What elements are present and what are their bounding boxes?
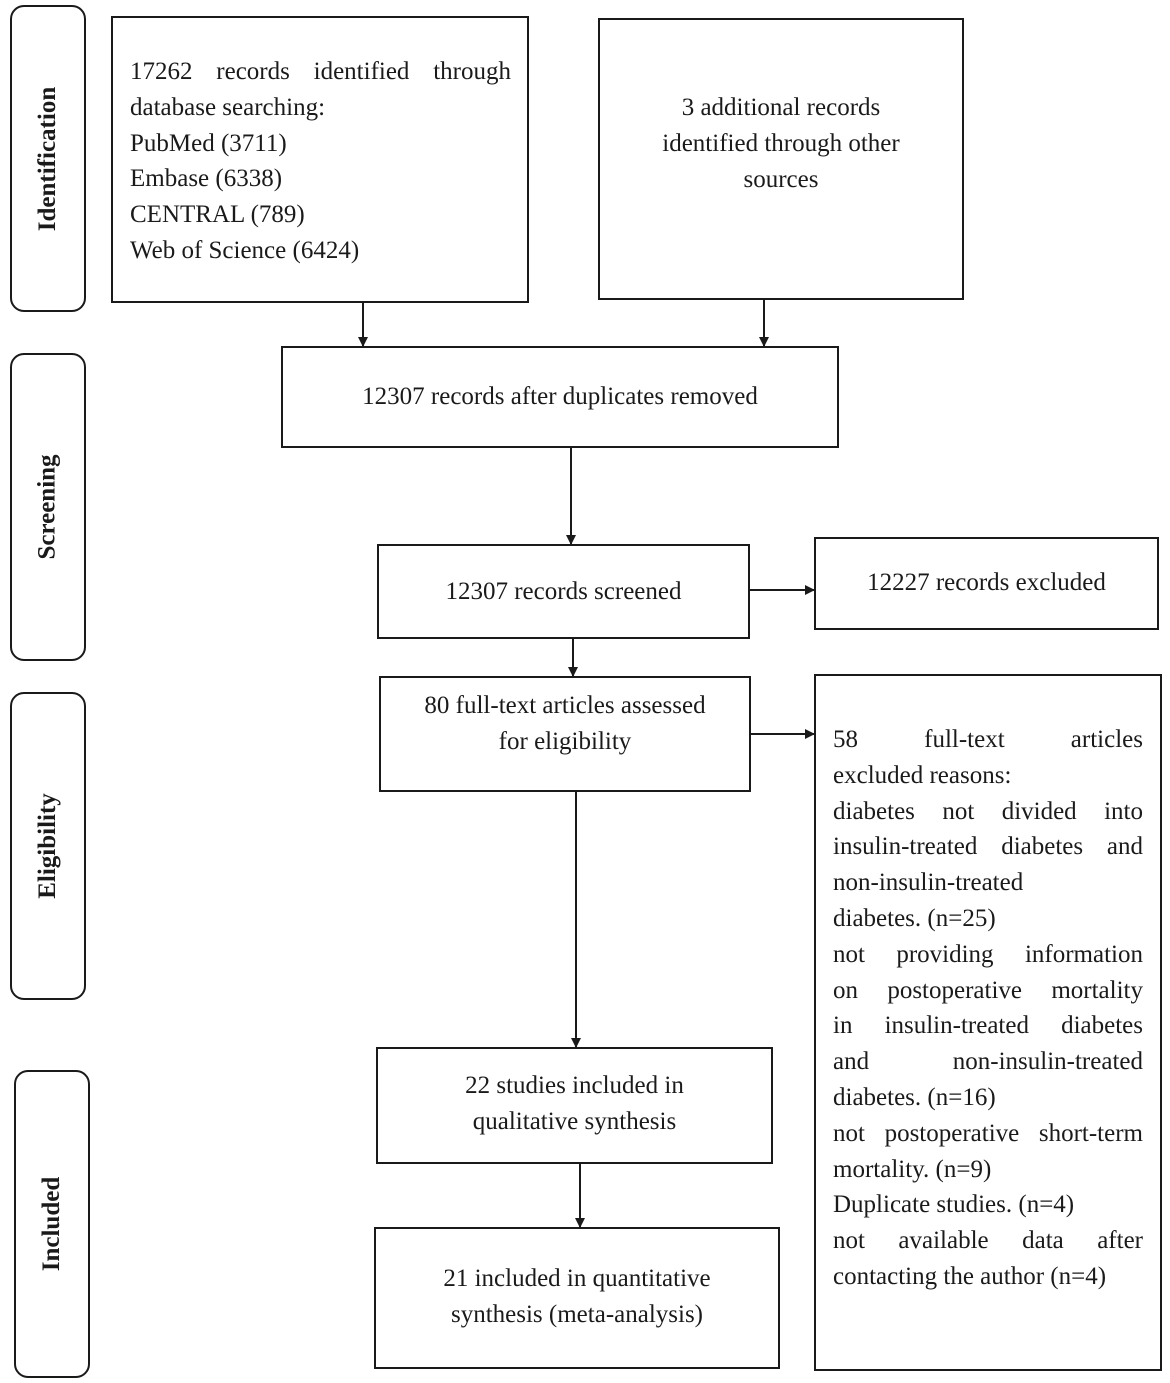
qualitative-synthesis-line: qualitative synthesis xyxy=(472,1108,677,1135)
exclusion-line: contacting the author (n=4) xyxy=(833,1262,1107,1290)
exclusion-line: diabetes not divided into xyxy=(833,797,1143,825)
exclusion-line: diabetes. (n=16) xyxy=(833,1083,996,1111)
database-search-line: Embase (6338) xyxy=(130,165,283,193)
exclusion-line: Duplicate studies. (n=4) xyxy=(833,1191,1075,1219)
stage-identification: Identification xyxy=(10,5,86,312)
full-text-assessed-line: 80 full-text articles assessed xyxy=(424,692,706,719)
records-excluded-text: 12227 records excluded xyxy=(867,568,1106,596)
stage-eligibility: Eligibility xyxy=(10,692,86,1000)
exclusion-line: not available data after xyxy=(833,1227,1143,1255)
other-sources-line: 3 additional records xyxy=(681,94,881,121)
full-text-excluded-box: 58 full-text articles excluded reasons: … xyxy=(814,674,1162,1371)
records-screened-text: 12307 records screened xyxy=(445,577,682,605)
qualitative-synthesis-box: 22 studies included in qualitative synth… xyxy=(376,1047,773,1164)
database-search-line: CENTRAL (789) xyxy=(130,201,305,229)
other-sources-line: identified through other xyxy=(662,130,900,157)
quantitative-synthesis-box: 21 included in quantitative synthesis (m… xyxy=(374,1227,780,1369)
exclusion-line: not postoperative short-term xyxy=(833,1119,1143,1147)
stage-screening: Screening xyxy=(10,353,86,661)
exclusion-line: excluded reasons: xyxy=(833,761,1012,789)
exclusion-line: diabetes. (n=25) xyxy=(833,904,996,932)
exclusion-line: not providing information xyxy=(833,940,1143,968)
exclusion-line: in insulin-treated diabetes xyxy=(833,1012,1143,1040)
other-sources-line: sources xyxy=(743,166,819,193)
database-search-line: Web of Science (6424) xyxy=(130,236,360,264)
database-search-line: PubMed (3711) xyxy=(130,129,287,157)
database-search-line: database searching: xyxy=(130,93,326,121)
exclusion-line: on postoperative mortality xyxy=(833,976,1143,1004)
exclusion-line: and non-insulin-treated xyxy=(833,1048,1143,1076)
full-text-assessed-line: for eligibility xyxy=(498,728,632,755)
exclusion-line: 58 full-text articles xyxy=(833,726,1143,753)
qualitative-synthesis-line: 22 studies included in xyxy=(465,1072,684,1099)
full-text-assessed-box: 80 full-text articles assessed for eligi… xyxy=(379,676,751,792)
database-search-line: 17262 records identified through xyxy=(130,58,511,85)
exclusion-line: non-insulin-treated xyxy=(833,869,1024,897)
records-screened-box: 12307 records screened xyxy=(377,544,750,639)
quantitative-synthesis-line: 21 included in quantitative xyxy=(443,1265,711,1292)
quantitative-synthesis-line: synthesis (meta-analysis) xyxy=(450,1301,704,1328)
records-excluded-box: 12227 records excluded xyxy=(814,537,1159,630)
other-sources-box: 3 additional records identified through … xyxy=(598,18,964,300)
duplicates-removed-text: 12307 records after duplicates removed xyxy=(362,383,758,410)
database-search-box: 17262 records identified through databas… xyxy=(111,16,529,303)
exclusion-line: insulin-treated diabetes and xyxy=(833,833,1143,861)
exclusion-line: mortality. (n=9) xyxy=(833,1155,992,1183)
duplicates-removed-box: 12307 records after duplicates removed xyxy=(281,346,839,448)
stage-included: Included xyxy=(14,1070,90,1378)
